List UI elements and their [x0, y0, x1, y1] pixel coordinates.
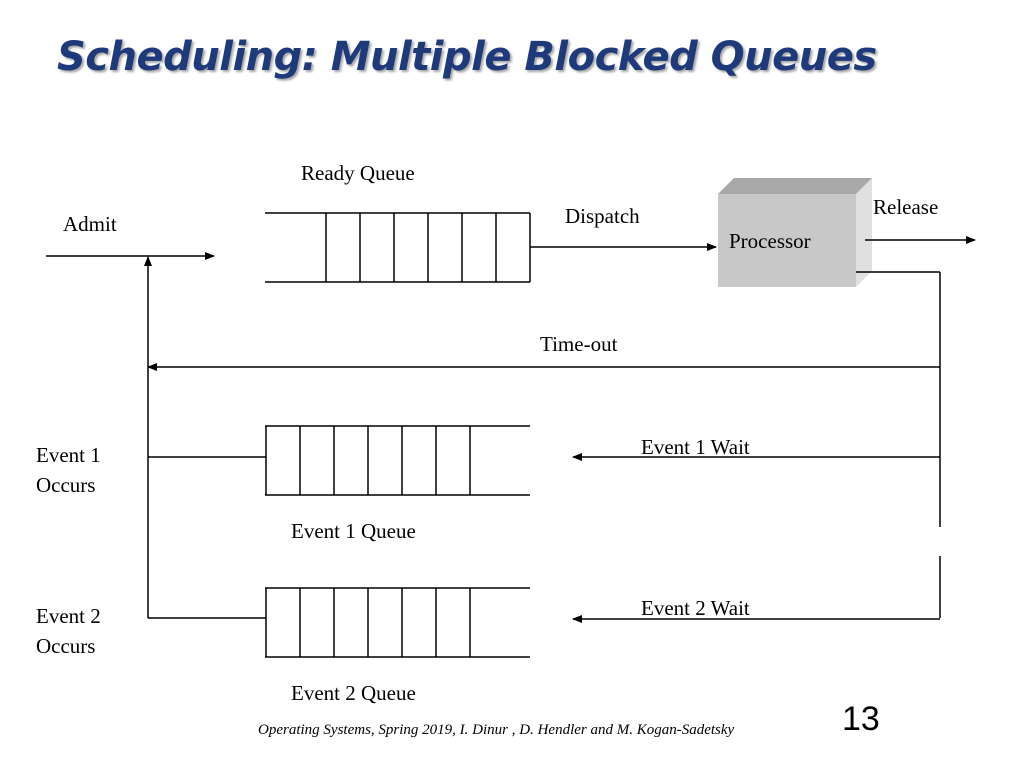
- dispatch-label: Dispatch: [565, 204, 640, 228]
- event2-queue-label: Event 2 Queue: [291, 681, 416, 705]
- time-out-label: Time-out: [540, 332, 618, 356]
- event1-occurs-label-line1: Event 1: [36, 443, 101, 467]
- event2-queue: [265, 587, 530, 658]
- event1-occurs-label-line2: Occurs: [36, 473, 95, 497]
- event1-queue: [265, 425, 530, 496]
- event2-occurs-label-line2: Occurs: [36, 634, 95, 658]
- processor-label: Processor: [729, 229, 811, 253]
- event2-wait-label: Event 2 Wait: [641, 596, 750, 620]
- event2-occurs-label-line1: Event 2: [36, 604, 101, 628]
- footer-citation: Operating Systems, Spring 2019, I. Dinur…: [258, 722, 735, 738]
- event1-wait-label: Event 1 Wait: [641, 435, 750, 459]
- release-label: Release: [873, 195, 938, 219]
- slide-number: 13: [842, 700, 880, 738]
- processor-return-line: [856, 271, 941, 618]
- admit-label: Admit: [63, 212, 117, 236]
- ready-queue-label: Ready Queue: [301, 161, 415, 185]
- ready-queue: [265, 212, 531, 283]
- processor-box: [718, 178, 872, 287]
- slide-title: Scheduling: Multiple Blocked Queues: [57, 34, 877, 80]
- event1-queue-label: Event 1 Queue: [291, 519, 416, 543]
